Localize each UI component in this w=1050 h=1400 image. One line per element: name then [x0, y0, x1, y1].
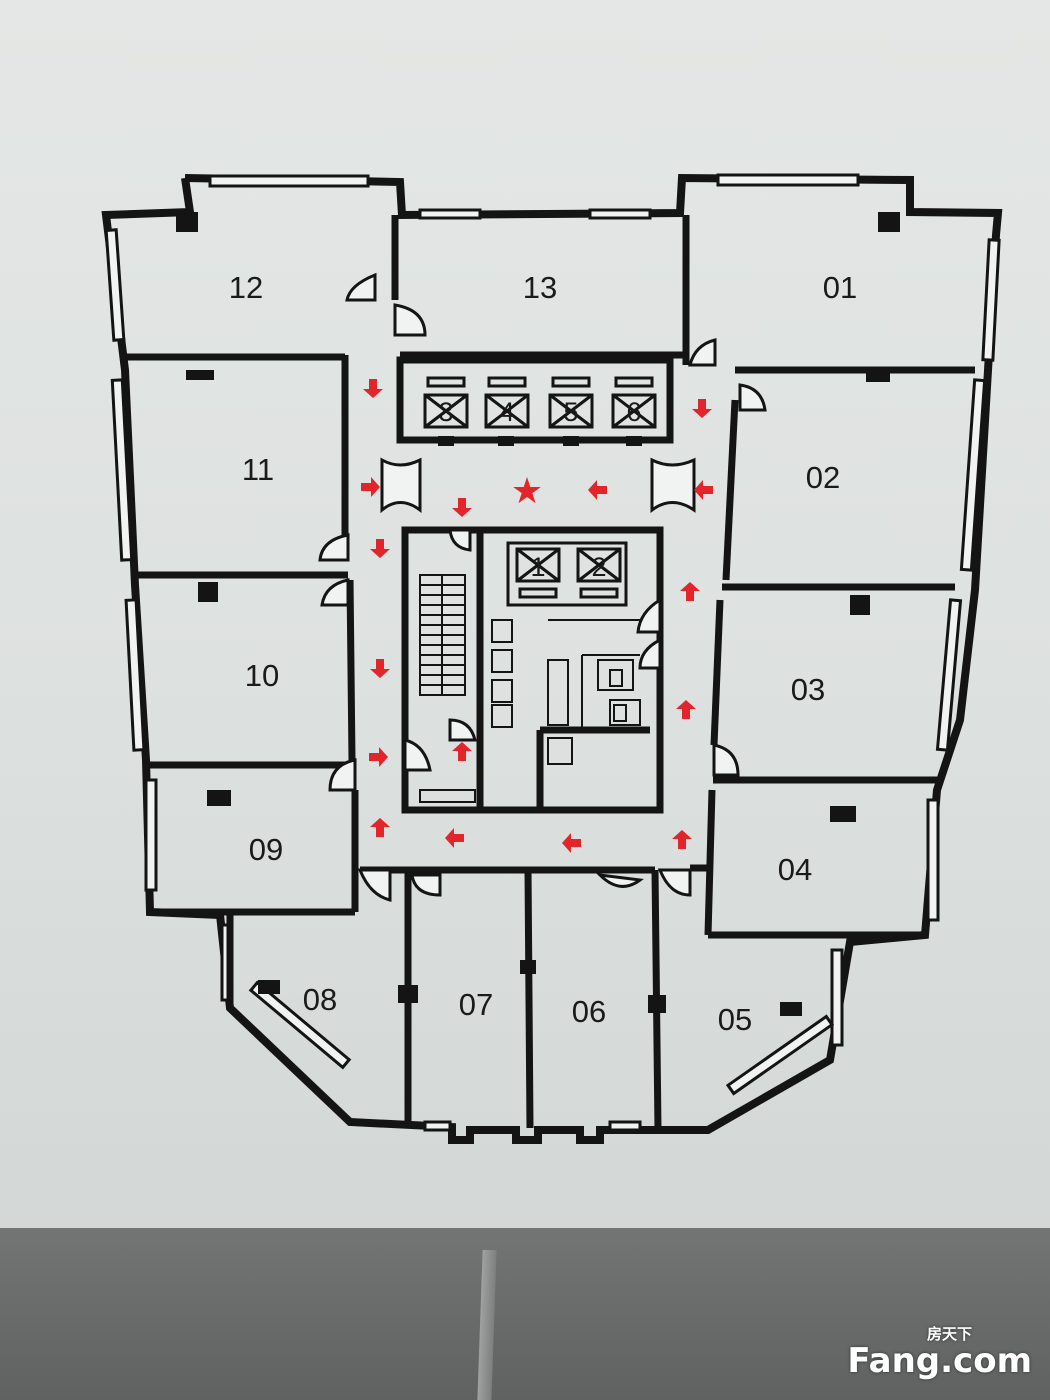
elevator-6-label: 6: [626, 397, 641, 427]
room-03-label: 03: [791, 672, 825, 707]
sign-board: [0, 0, 1050, 1235]
elevator-labels: 3 4 5 6 1 2: [438, 397, 641, 582]
floor-tiles: [0, 1228, 1050, 1400]
restrooms: [491, 619, 650, 765]
room-07-label: 07: [459, 987, 493, 1022]
room-fixtures: [176, 212, 900, 1016]
room-01-label: 01: [823, 270, 857, 305]
room-05-label: 05: [718, 1002, 752, 1037]
evacuation-arrows: [361, 379, 713, 853]
elevator-5-label: 5: [563, 397, 578, 427]
elevator-block-lower: [506, 541, 628, 607]
interior-walls: [120, 215, 975, 1131]
room-04-label: 04: [778, 852, 812, 887]
watermark: 房天下 Fang.com: [847, 1323, 1032, 1378]
arrow-left-icon: [445, 828, 464, 848]
arrow-up-icon: [676, 700, 696, 719]
arrow-left-icon: [588, 480, 607, 500]
central-core: [401, 526, 664, 814]
arrow-down-icon: [692, 399, 712, 418]
arrow-up-icon: [680, 582, 700, 601]
arrow-down-icon: [370, 539, 390, 558]
arrow-up-icon: [370, 818, 390, 837]
elevator-block-upper: [396, 356, 674, 446]
watermark-cn: 房天下: [926, 1325, 972, 1343]
arrow-down-icon: [452, 498, 472, 517]
room-11-label: 11: [242, 452, 274, 487]
arrow-down-icon: [370, 659, 390, 678]
room-10-label: 10: [245, 658, 279, 693]
room-12-label: 12: [229, 270, 263, 305]
elevator-3-label: 3: [438, 397, 453, 427]
arrow-left-icon: [694, 480, 713, 500]
stairwell: [419, 574, 476, 803]
elevator-2-label: 2: [591, 552, 606, 582]
windows: [104, 173, 1001, 1132]
floor-plan: 12 13 01 11 02 10 03 09 04 08 07 06 05 3…: [101, 173, 1003, 1144]
arrow-up-icon: [452, 742, 472, 761]
you-are-here-star-icon: ★: [511, 471, 543, 512]
arrow-left-icon: [562, 833, 581, 853]
doors: [318, 272, 767, 902]
room-06-label: 06: [572, 994, 606, 1029]
room-02-label: 02: [806, 460, 840, 495]
room-09-label: 09: [249, 832, 283, 867]
elevator-1-label: 1: [530, 552, 545, 582]
arrow-down-icon: [363, 379, 383, 398]
watermark-en: Fang.com: [847, 1341, 1032, 1381]
room-08-label: 08: [303, 982, 337, 1017]
arrow-up-icon: [672, 830, 692, 849]
arrow-right-icon: [361, 477, 380, 497]
elevator-4-label: 4: [499, 397, 514, 427]
arrow-right-icon: [369, 747, 388, 767]
room-labels: 12 13 01 11 02 10 03 09 04 08 07 06 05: [229, 270, 857, 1037]
room-13-label: 13: [523, 270, 557, 305]
